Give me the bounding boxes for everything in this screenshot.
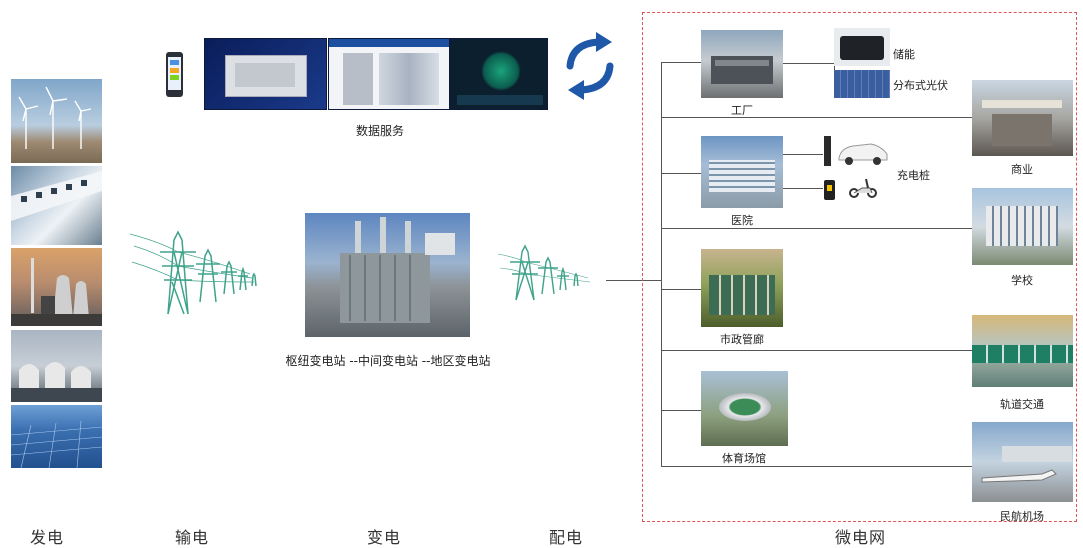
stadium-image [701,371,788,446]
commercial-label: 商业 [1011,163,1033,176]
factory-image [701,30,783,98]
hydropower-dam-image [11,166,102,245]
hospital-to-charger-top [783,154,823,155]
school-image [972,188,1073,265]
utility-tunnel-label: 市政管廊 [720,333,764,346]
microgrid-trunk [661,62,662,467]
mobile-phone-icon [166,52,183,97]
storage-image [834,28,890,66]
factory-label: 工厂 [731,104,753,117]
hospital-image [701,136,783,208]
dashboard-screen-3 [450,38,548,110]
wind-farm-image [11,79,102,163]
nuclear-plant-image [11,330,102,402]
hospital-label: 医院 [731,214,753,227]
stage-transformation: 变电 [367,528,402,547]
branch-airport [661,466,972,467]
substation-transformer-image [305,213,470,337]
microgrid-boundary [642,12,1077,522]
sync-arrows-icon [566,32,614,100]
stage-distribution: 配电 [549,528,584,547]
storage-label: 储能 [893,48,915,61]
wind-turbine-icon [18,86,92,149]
rail-transit-label: 轨道交通 [1000,398,1044,411]
dashboard-screen-1 [204,38,327,110]
electric-car-icon [838,143,888,165]
stage-generation: 发电 [30,528,65,547]
pv-label: 分布式光伏 [893,79,948,92]
hospital-to-charger-bottom [783,188,823,189]
branch-school [661,228,972,229]
stage-transmission: 输电 [175,528,210,547]
factory-to-storage [783,63,834,64]
branch-stadium [661,410,701,411]
data-service-label: 数据服务 [355,124,404,138]
e-scooter-icon [849,178,877,198]
commercial-image [972,80,1073,156]
ev-charger-icon [824,136,831,166]
airport-label: 民航机场 [1000,510,1044,523]
charging-post-icon [824,180,835,200]
branch-commercial [661,117,972,118]
branch-rail [661,350,972,351]
charging-label: 充电桩 [897,169,930,182]
rail-transit-image [972,315,1073,387]
stage-microgrid: 微电网 [835,528,887,547]
airport-image [972,422,1073,502]
substation-label: 枢纽变电站 --中间变电站 --地区变电站 [285,354,491,368]
school-label: 学校 [1011,274,1033,287]
branch-hospital [661,173,701,174]
factory-storage-pv-bus [834,48,835,86]
utility-tunnel-image [701,249,783,327]
solar-farm-image [11,405,102,468]
distribution-feeder-line [606,280,662,281]
thermal-plant-image [11,248,102,326]
branch-factory [661,62,701,63]
branch-tunnel [661,289,701,290]
distribution-towers [498,244,591,301]
dashboard-screen-2 [328,38,450,110]
stadium-label: 体育场馆 [722,452,766,465]
transmission-towers [130,230,257,315]
pv-image [834,70,890,98]
